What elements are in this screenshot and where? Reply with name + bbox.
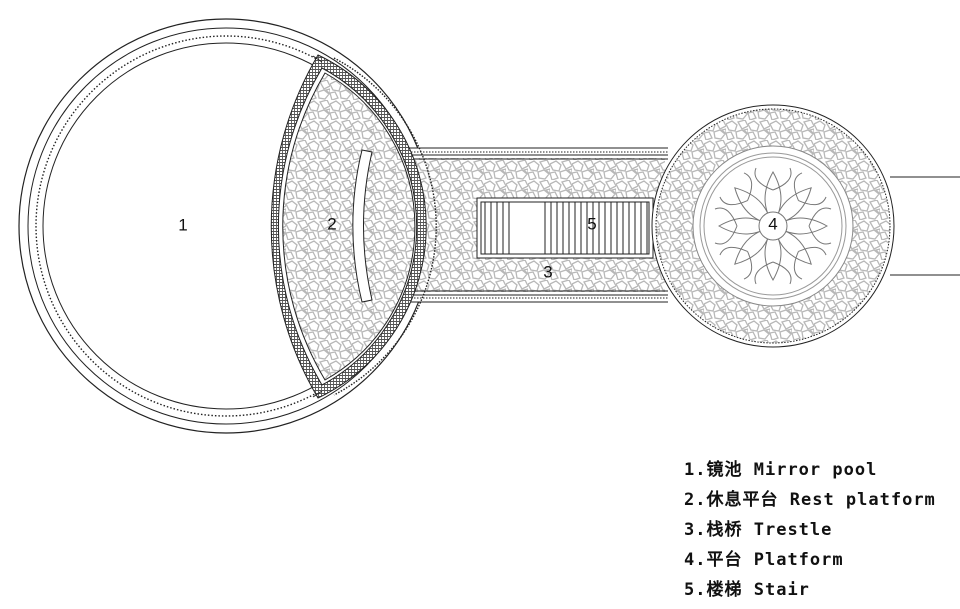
label-trestle: 3 xyxy=(543,262,552,281)
label-stair: 5 xyxy=(587,214,596,233)
bench xyxy=(352,149,373,303)
legend-item: 5.楼梯 Stair xyxy=(684,580,810,600)
legend-item: 2.休息平台 Rest platform xyxy=(684,490,936,510)
legend-item: 1.镜池 Mirror pool xyxy=(684,460,878,480)
platform xyxy=(651,104,960,348)
stair xyxy=(476,197,654,259)
label-rest-platform: 2 xyxy=(327,214,336,233)
floral-medallion xyxy=(714,167,832,285)
legend-item: 3.栈桥 Trestle xyxy=(684,520,833,540)
label-pool: 1 xyxy=(178,215,187,234)
label-platform: 4 xyxy=(768,214,777,233)
ornament-center xyxy=(758,211,788,241)
legend: 1.镜池 Mirror pool 2.休息平台 Rest platform 3.… xyxy=(684,455,936,605)
ornament-petal xyxy=(719,172,774,227)
rest-platform xyxy=(270,54,437,399)
legend-item: 4.平台 Platform xyxy=(684,550,844,570)
